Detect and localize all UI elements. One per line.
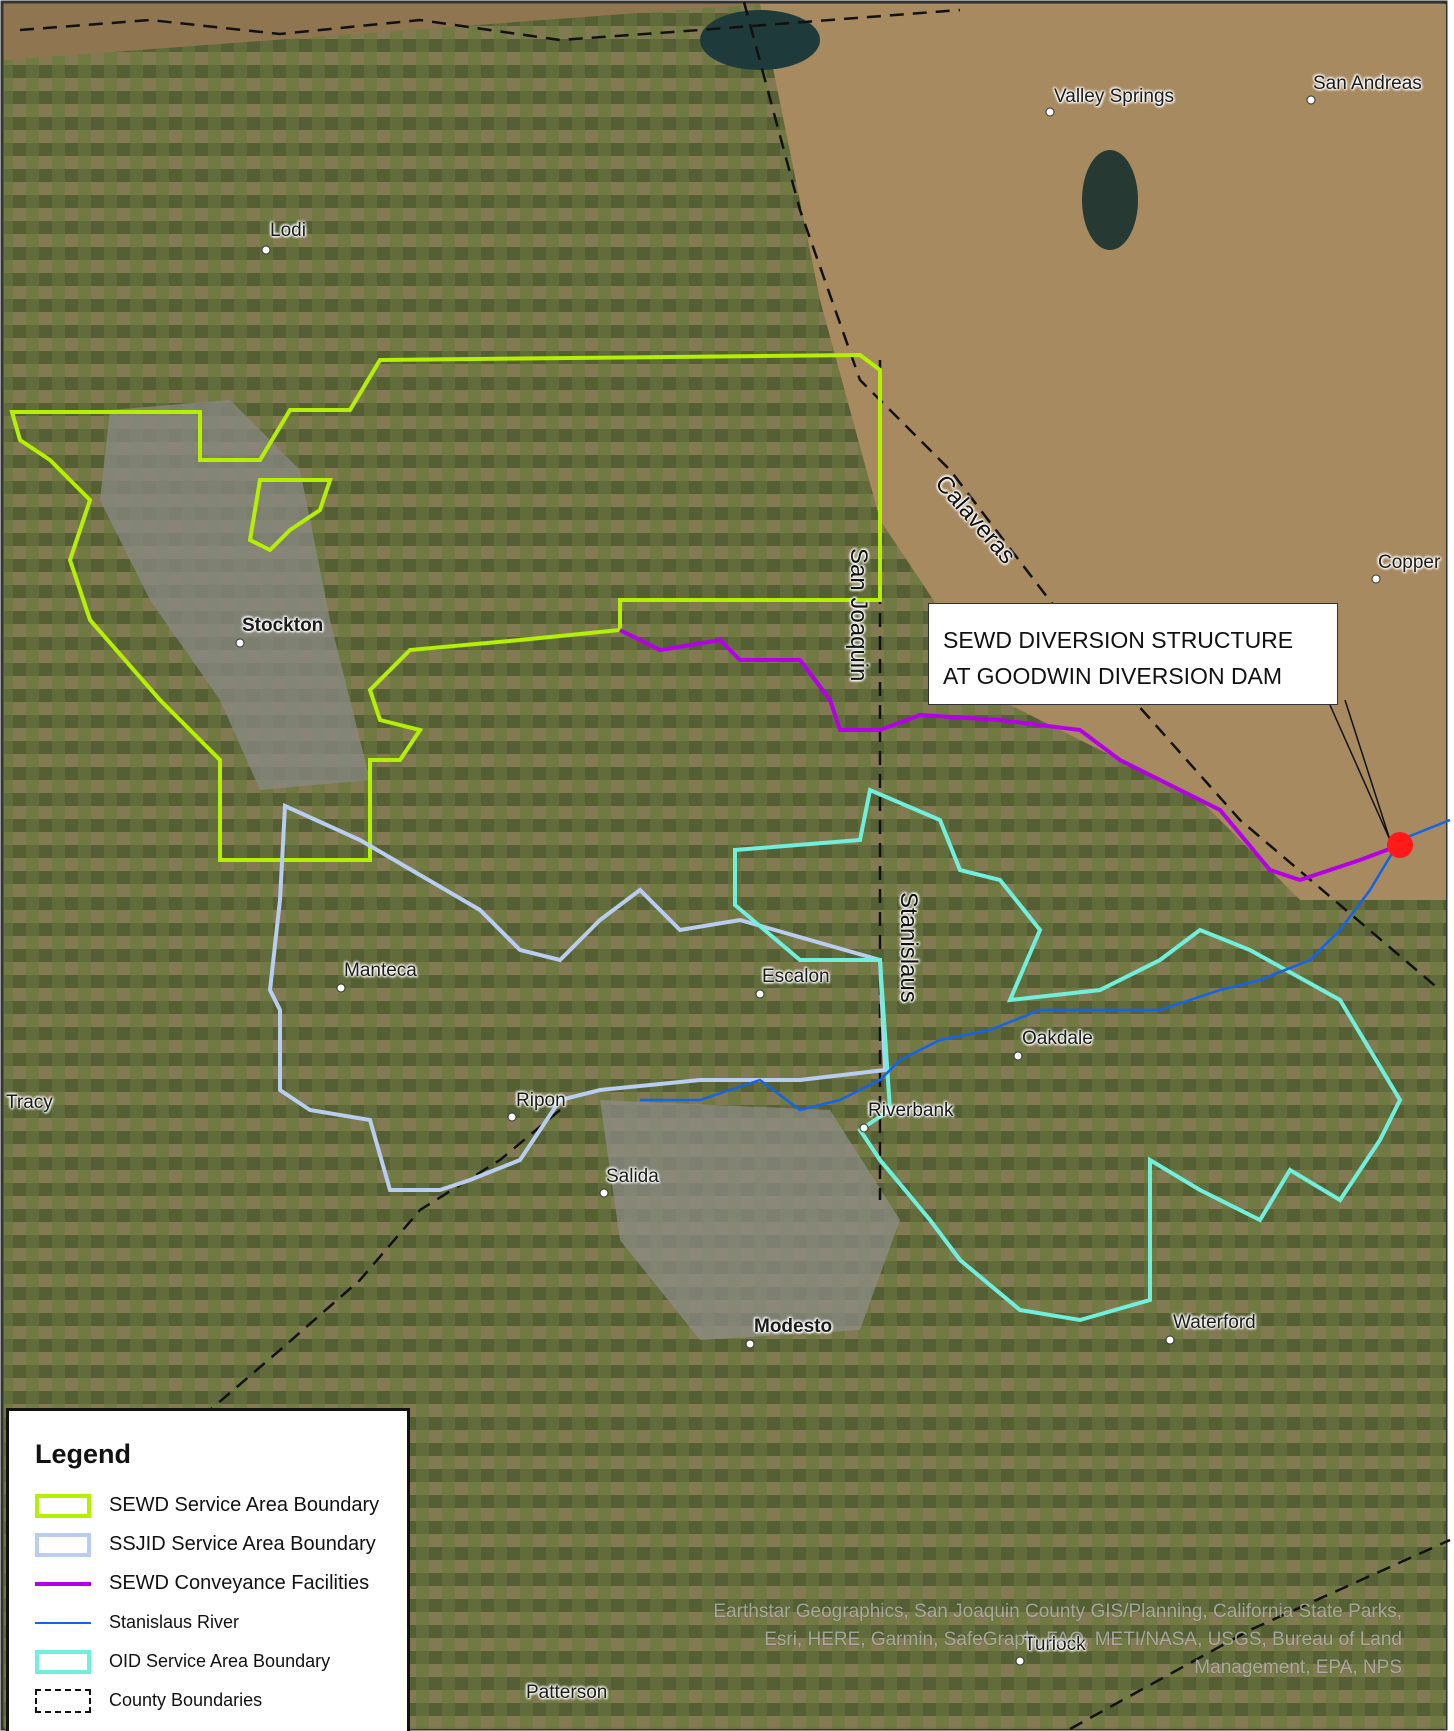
stanislaus-river <box>640 818 1451 1112</box>
sewd-service-area-boundary <box>9 352 882 862</box>
diversion-callout-box: SEWD DIVERSION STRUCTURE AT GOODWIN DIVE… <box>928 603 1338 705</box>
legend-item-sewd: SEWD Service Area Boundary <box>35 1486 407 1525</box>
legend-swatch-oid <box>35 1649 91 1674</box>
place-label-patterson: Patterson <box>526 1682 608 1703</box>
legend-label: SSJID Service Area Boundary <box>109 1533 376 1555</box>
legend-title: Legend <box>35 1439 132 1469</box>
legend-swatch-county <box>35 1688 91 1713</box>
place-label-san-andreas: San Andreas <box>1313 73 1422 94</box>
place-label-escalon: Escalon <box>762 966 830 987</box>
place-label-lodi: Lodi <box>270 220 306 241</box>
place-label-manteca: Manteca <box>344 960 417 981</box>
legend-item-river: Stanislaus River <box>35 1603 407 1642</box>
legend-swatch-conveyance <box>35 1572 91 1596</box>
legend-label: OID Service Area Boundary <box>109 1651 331 1671</box>
callout-leader-line <box>1344 699 1391 841</box>
place-label-waterford: Waterford <box>1173 1312 1256 1333</box>
county-boundary-line <box>742 1 1441 991</box>
place-label-salida: Salida <box>606 1166 659 1187</box>
place-label-ripon: Ripon <box>516 1090 566 1111</box>
legend-label: SEWD Conveyance Facilities <box>109 1572 370 1594</box>
place-label-turlock: Turlock <box>1024 1634 1086 1655</box>
legend-label: Stanislaus River <box>109 1612 240 1632</box>
place-dots <box>235 95 1381 1666</box>
callout-leader-line <box>1329 704 1391 841</box>
callout-line-2: AT GOODWIN DIVERSION DAM <box>943 663 1283 689</box>
place-label-riverbank: Riverbank <box>868 1100 954 1121</box>
county-label-san-joaquin: San Joaquin <box>845 548 872 682</box>
legend-swatch-sewd <box>35 1493 91 1518</box>
legend-item-oid: OID Service Area Boundary <box>35 1642 407 1681</box>
callout-line-1: SEWD DIVERSION STRUCTURE <box>943 627 1294 653</box>
place-label-modesto: Modesto <box>754 1316 833 1337</box>
legend-swatch-river <box>35 1611 91 1635</box>
sewd-conveyance-facilities <box>619 628 1401 883</box>
reservoir <box>700 10 820 70</box>
sewd-service-area-boundary <box>247 478 333 553</box>
county-boundary-line <box>19 8 961 42</box>
legend-panel: Legend SEWD Service Area Boundary SSJID … <box>6 1408 410 1731</box>
place-label-oakdale: Oakdale <box>1022 1028 1093 1049</box>
legend-swatch-ssjid <box>35 1532 91 1557</box>
county-boundary-line <box>1069 1538 1451 1731</box>
legend-label: SEWD Service Area Boundary <box>109 1494 380 1516</box>
urban-area-stockton <box>100 400 370 790</box>
map-attribution: Earthstar Geographics, San Joaquin Count… <box>713 1601 1402 1678</box>
place-label-valley-springs: Valley Springs <box>1054 86 1175 107</box>
reservoir <box>1082 150 1138 250</box>
county-label-stanislaus: Stanislaus <box>895 892 922 1003</box>
legend-item-conveyance: SEWD Conveyance Facilities <box>35 1564 407 1603</box>
urban-area-modesto <box>600 1100 900 1340</box>
legend-item-ssjid: SSJID Service Area Boundary <box>35 1525 407 1564</box>
place-label-stockton: Stockton <box>242 615 324 636</box>
place-label-copper: Copper <box>1378 552 1441 573</box>
legend-label: County Boundaries <box>109 1690 263 1710</box>
oid-service-area-boundary <box>733 787 1403 1323</box>
county-boundary-line <box>209 1109 561 1411</box>
ssjid-service-area-boundary <box>267 802 888 1192</box>
legend-item-county: County Boundaries <box>35 1681 407 1720</box>
diversion-point-marker[interactable] <box>1387 832 1413 858</box>
valley-farmland <box>4 4 1446 1729</box>
place-label-tracy: Tracy <box>6 1092 53 1113</box>
